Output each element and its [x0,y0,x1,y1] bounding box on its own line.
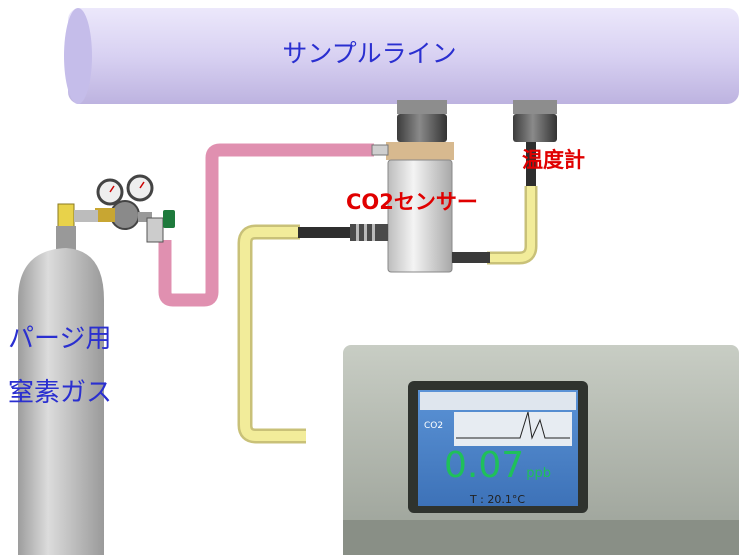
purge-gas-tube [158,143,374,307]
temperature-readout: T : 20.1°C [469,493,526,506]
nitrogen-cylinder [18,203,104,555]
purge-gas-label-line1: パージ用 [8,324,112,354]
co2-monitor: CO2 [343,345,739,555]
co2-sensor-label: CO2センサー [346,190,478,214]
reading-unit: ppb [526,466,551,481]
sensor-cable [237,224,306,444]
co2-sensor [298,100,490,273]
sample-line-label: サンプルライン [282,39,457,68]
temperature-sensor [513,100,557,186]
purge-gas-label-line2: 窒素ガス [8,378,113,408]
reading-value: 0.07 [444,445,525,486]
temperature-sensor-label: 温度計 [522,148,585,172]
temperature-cable [487,186,538,265]
sample-line-pipe [64,8,739,104]
gas-symbol: CO2 [424,421,443,431]
pressure-regulator [95,174,175,243]
